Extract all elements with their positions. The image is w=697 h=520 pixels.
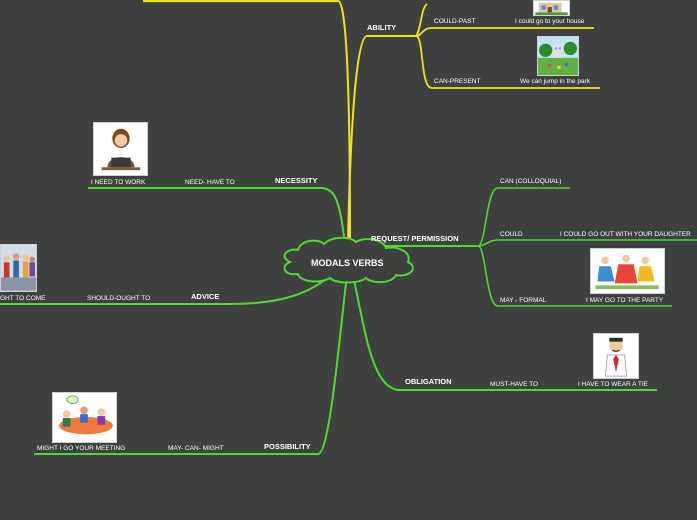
house-image: [533, 0, 570, 16]
request-can-curve: [477, 187, 570, 247]
ability-can-label[interactable]: CAN-PRESENT: [434, 78, 481, 85]
ability-can-curve: [415, 35, 600, 89]
request-may-curve: [477, 245, 672, 307]
request-may-label[interactable]: MAY - FORMAL: [500, 297, 547, 304]
ability-top-curve: [415, 3, 428, 37]
people-group-icon: [1, 245, 36, 291]
center-label[interactable]: MODALS VERBS: [311, 258, 384, 268]
park-image: [537, 36, 579, 76]
request-can-label[interactable]: CAN (COLLOQUIAL): [500, 178, 562, 185]
possibility-curve: [34, 274, 348, 455]
man-with-tie-icon: [594, 334, 638, 378]
possibility-branch-label[interactable]: POSSIBILITY: [264, 442, 311, 451]
meeting-table-icon: [53, 393, 116, 442]
ability-could-label[interactable]: COULD-PAST: [434, 18, 476, 25]
meeting-image: [52, 392, 117, 443]
ability-curve: [347, 35, 416, 241]
tie-image: [593, 333, 639, 379]
obligation-example[interactable]: I HAVE TO WEAR A TIE: [578, 381, 648, 388]
necessity-curve: [88, 187, 346, 246]
request-could-curve: [477, 239, 697, 247]
necessity-branch-label[interactable]: NECESSITY: [275, 176, 318, 185]
center-cloud-shape: [283, 236, 414, 284]
obligation-curve: [352, 274, 657, 391]
advice-branch-label[interactable]: ADVICE: [191, 292, 220, 301]
possibility-example[interactable]: MIGHT I GO YOUR MEETING: [37, 445, 126, 452]
dancing-party-icon: [591, 249, 664, 293]
house-icon: [535, 1, 568, 15]
party-image: [590, 248, 665, 294]
park-icon: [538, 37, 578, 75]
ability-could-example[interactable]: I could go to your house: [515, 18, 585, 25]
request-could-example[interactable]: I COULD GO OUT WITH YOUR DAUGHTER: [560, 231, 691, 238]
request-may-example[interactable]: I MAY GO TO THE PARTY: [586, 297, 664, 304]
worker-image: [93, 122, 148, 176]
group-image: [0, 244, 37, 292]
obligation-modal-label[interactable]: MUST-HAVE TO: [490, 381, 539, 388]
ability-could-curve: [415, 27, 594, 37]
advice-modal-label[interactable]: SHOULD-OUGHT TO: [87, 295, 151, 302]
necessity-example[interactable]: I NEED TO WORK: [91, 179, 146, 186]
ability-can-example[interactable]: We can jump in the park: [520, 78, 590, 85]
possibility-modal-label[interactable]: MAY- CAN- MIGHT: [168, 445, 224, 452]
ability-branch-label[interactable]: ABILITY: [367, 23, 397, 32]
obligation-branch-label[interactable]: OBLIGATION: [405, 377, 452, 386]
request-branch-label[interactable]: REQUEST/ PERMISSION: [371, 234, 459, 243]
woman-at-laptop-icon: [94, 123, 147, 175]
advice-example[interactable]: GHT TO COME: [0, 295, 46, 302]
necessity-modal-label[interactable]: NEED- HAVE TO: [185, 179, 235, 186]
request-could-label[interactable]: COULD: [500, 231, 523, 238]
